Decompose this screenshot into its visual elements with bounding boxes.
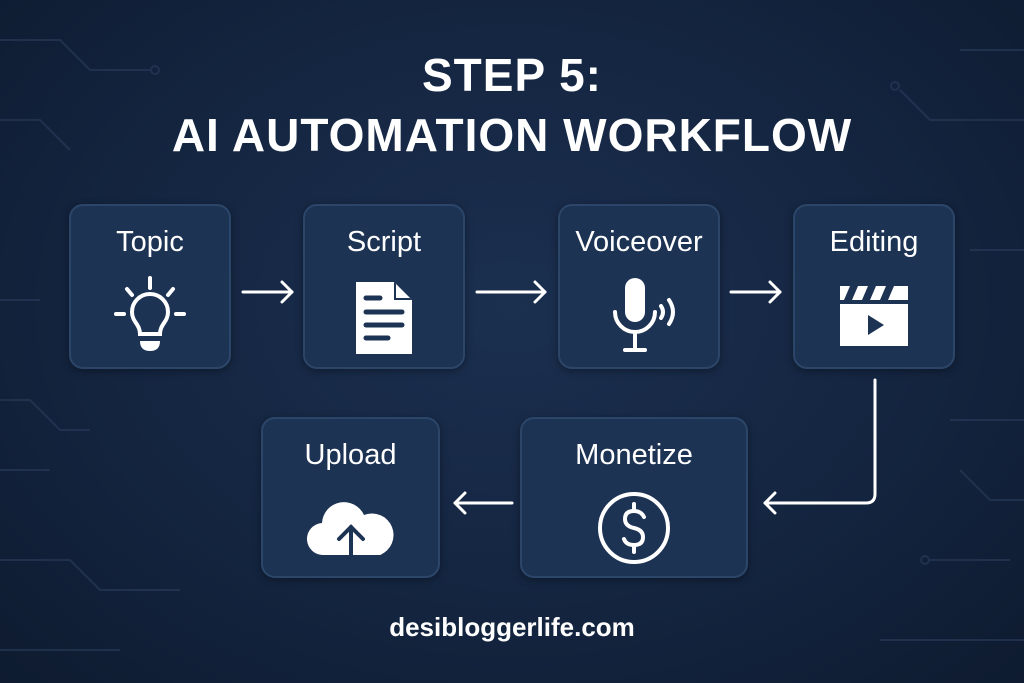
footer-website: desibloggerlife.com: [389, 612, 635, 642]
document-icon: [356, 282, 412, 354]
microphone-icon: [613, 278, 675, 352]
step-voiceover: Voiceover: [558, 204, 720, 369]
step-label: Topic: [116, 226, 184, 258]
step-monetize: Monetize: [520, 417, 748, 578]
clapperboard-icon: [840, 286, 908, 346]
step-editing: Editing: [793, 204, 955, 369]
step-label: Editing: [829, 226, 919, 258]
step-script: Script: [303, 204, 465, 369]
step-label: Voiceover: [575, 226, 703, 258]
arrow-editing-to-monetize: [763, 378, 877, 515]
arrow-topic-to-script: [241, 280, 294, 304]
step-label: Monetize: [575, 439, 693, 471]
step-topic: Topic: [69, 204, 231, 369]
title-line-1: STEP 5:: [422, 49, 602, 101]
arrow-voiceover-to-editing: [729, 280, 782, 304]
arrow-script-to-voiceover: [475, 280, 547, 304]
cloud-upload-icon: [306, 502, 394, 561]
title-line-2: AI AUTOMATION WORKFLOW: [171, 109, 853, 161]
step-label: Script: [346, 226, 422, 258]
step-label: Upload: [304, 439, 397, 471]
dollar-icon: [598, 492, 670, 564]
arrow-monetize-to-upload: [453, 491, 514, 515]
lightbulb-icon: [114, 276, 186, 351]
step-upload: Upload: [261, 417, 440, 578]
